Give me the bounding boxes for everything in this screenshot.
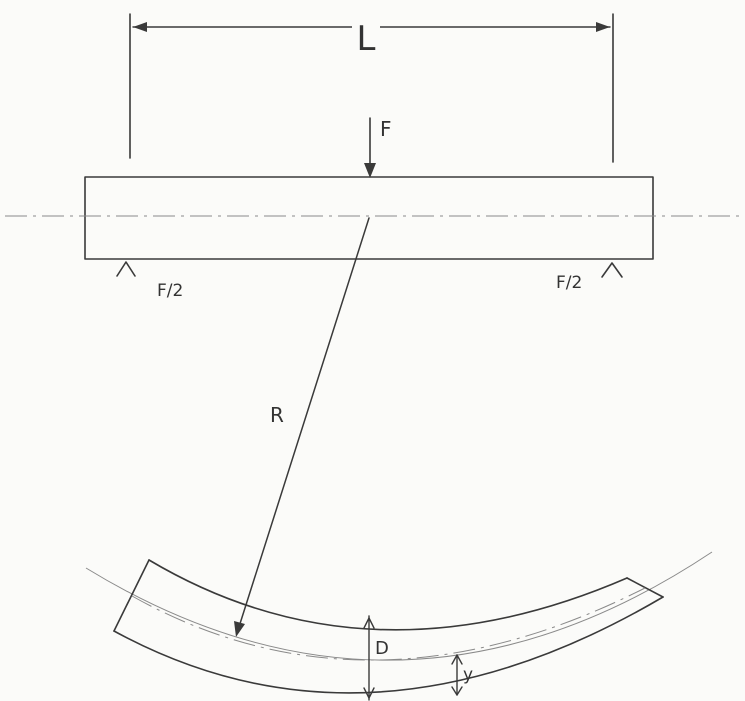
depth-dimension: D — [363, 615, 389, 701]
depth-top-arrowhead — [363, 617, 375, 629]
radius-label: R — [270, 403, 284, 427]
bent-beam-bottom-edge — [113, 596, 664, 694]
span-right-arrowhead — [596, 22, 610, 32]
bent-beam-top-edge — [148, 559, 628, 631]
span-label-gap — [352, 14, 380, 40]
fiber-distance-dimension: y — [451, 654, 473, 696]
span-dimension: L — [129, 13, 614, 163]
fiber-distance-top-arrowhead — [451, 654, 463, 665]
fiber-distance-label: y — [463, 665, 473, 685]
left-support-symbol — [116, 261, 136, 277]
bent-beam-left-end — [113, 559, 150, 632]
bent-neutral-axis — [131, 587, 646, 661]
straight-beam — [84, 176, 654, 260]
right-support: F/2 — [556, 262, 623, 293]
bent-beam-right-end — [626, 577, 664, 598]
fiber-distance-bottom-arrowhead — [451, 686, 463, 696]
force-label: F — [380, 117, 392, 141]
bent-beam — [113, 559, 664, 694]
radius-of-curvature: R — [234, 217, 370, 637]
applied-force: F — [364, 117, 392, 178]
right-support-symbol — [601, 262, 623, 278]
span-label: L — [357, 19, 376, 59]
left-reaction-label: F/2 — [157, 281, 183, 301]
depth-bottom-arrowhead — [363, 687, 375, 699]
force-arrowhead — [364, 163, 376, 178]
radius-line — [237, 217, 370, 631]
depth-label: D — [375, 638, 389, 659]
radius-arrowhead — [234, 621, 245, 637]
right-reaction-label: F/2 — [556, 273, 582, 293]
left-support: F/2 — [116, 261, 183, 301]
span-left-arrowhead — [133, 22, 147, 32]
curvature-guide-arc — [85, 551, 713, 661]
